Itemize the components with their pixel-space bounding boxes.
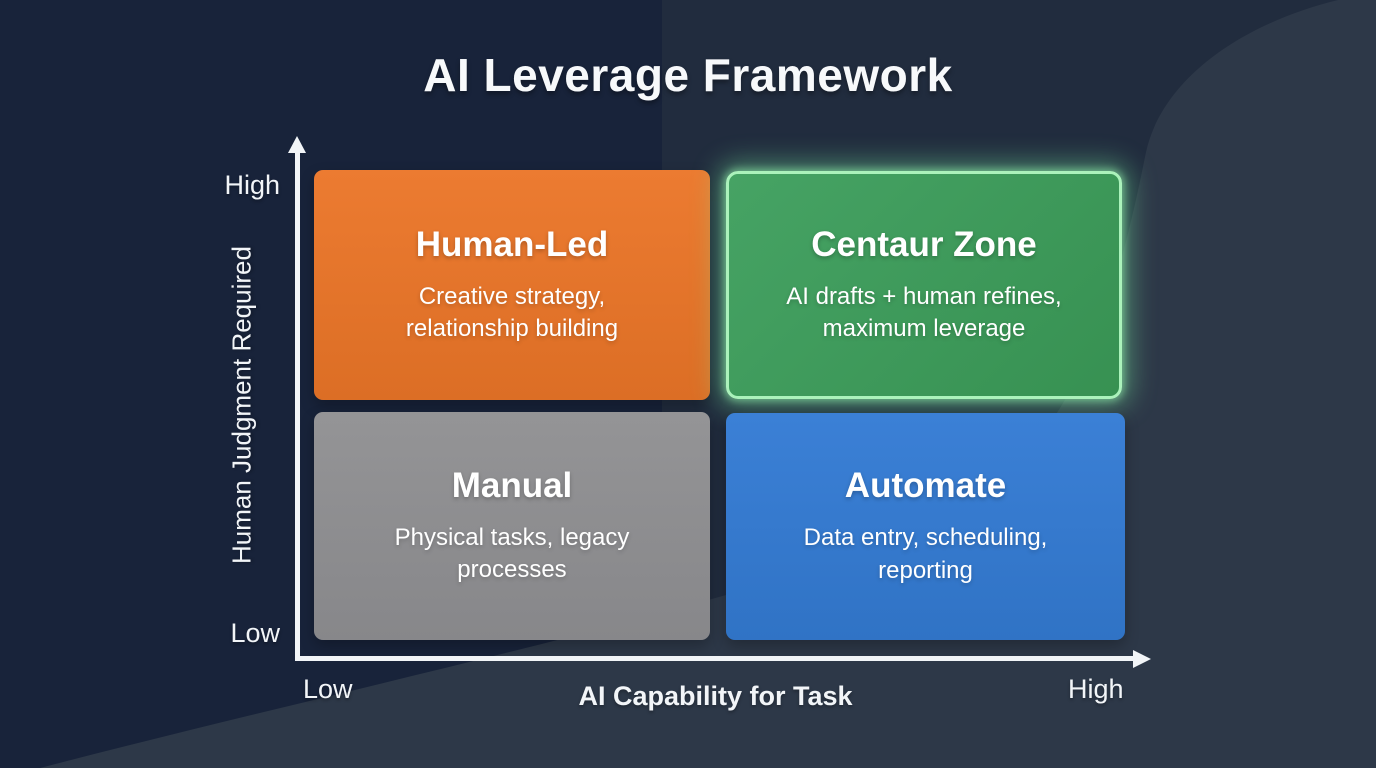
quadrant-title: Automate	[844, 466, 1007, 506]
quadrant-automate: Automate Data entry, scheduling, reporti…	[726, 413, 1125, 640]
quadrant-title: Centaur Zone	[811, 224, 1037, 264]
quadrant-title: Human-Led	[415, 224, 609, 264]
quadrant-description: Creative strategy, relationship building	[405, 282, 619, 342]
x-axis-line	[295, 656, 1135, 661]
x-axis-tick-low: Low	[303, 674, 353, 704]
y-axis-tick-low: Low	[230, 618, 280, 648]
quadrant-description: Data entry, scheduling, reporting	[803, 524, 1048, 584]
y-axis-tick-high: High	[224, 170, 280, 200]
quadrant-centaur-zone: Centaur Zone AI drafts + human refines, …	[726, 171, 1122, 399]
x-axis-label: AI Capability for Task	[578, 681, 853, 711]
quadrant-title: Manual	[451, 465, 573, 505]
y-axis-arrowhead-icon	[288, 136, 306, 153]
quadrant-description: Physical tasks, legacy processes	[394, 523, 630, 583]
quadrant-description: AI drafts + human refines, maximum lever…	[786, 282, 1062, 342]
quadrant-human-led: Human-Led Creative strategy, relationshi…	[314, 170, 710, 400]
page-title: AI Leverage Framework	[423, 49, 953, 101]
x-axis-tick-high: High	[1068, 674, 1124, 704]
y-axis-line	[295, 150, 300, 660]
x-axis-arrowhead-icon	[1133, 649, 1151, 668]
quadrant-manual: Manual Physical tasks, legacy processes	[314, 412, 710, 640]
y-axis-label: Human Judgment Required	[226, 246, 257, 564]
